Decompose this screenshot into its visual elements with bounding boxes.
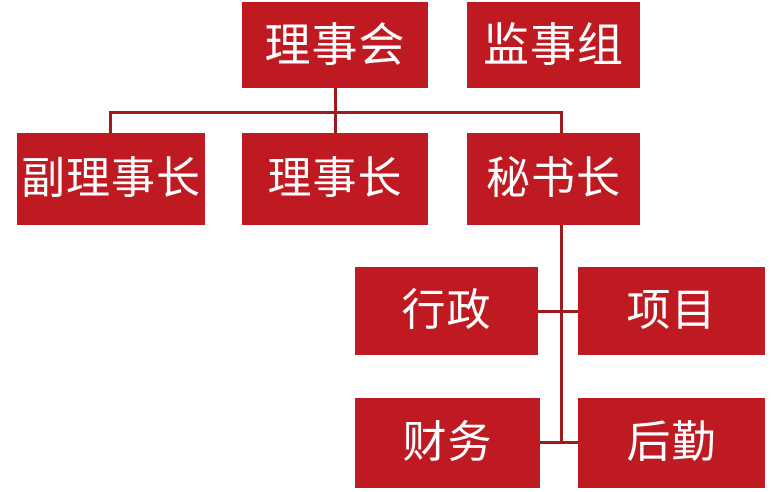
connector-horizontal-bus	[109, 111, 563, 114]
connector-board-to-bus	[334, 88, 337, 133]
node-secretary-general[interactable]: 秘书长	[467, 133, 640, 225]
node-supervisory-group[interactable]: 监事组	[467, 2, 640, 88]
node-vice-chairman[interactable]: 副理事长	[17, 133, 205, 225]
node-projects[interactable]: 项目	[578, 267, 765, 355]
node-board-of-directors[interactable]: 理事会	[242, 2, 428, 88]
connector-bus-to-vice-chair	[109, 111, 112, 133]
connector-secgen-spine	[560, 225, 563, 444]
connector-spine-to-finance	[538, 441, 580, 444]
connector-spine-to-admin	[538, 310, 580, 313]
node-logistics[interactable]: 后勤	[578, 398, 765, 488]
node-administration[interactable]: 行政	[355, 267, 538, 355]
connector-bus-to-secgen	[560, 111, 563, 133]
node-finance[interactable]: 财务	[355, 398, 540, 488]
node-chairman[interactable]: 理事长	[242, 133, 428, 225]
